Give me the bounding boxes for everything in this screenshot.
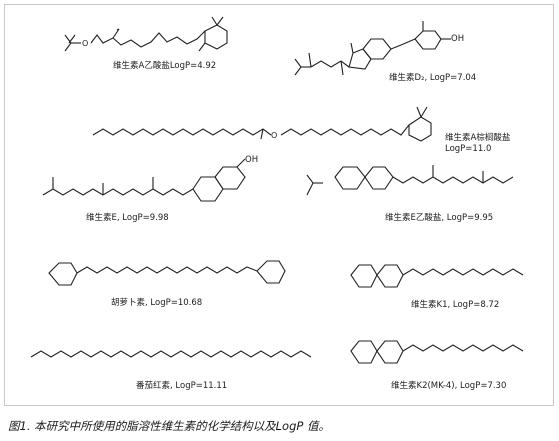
compound-name: 维生素D₂ xyxy=(389,73,425,83)
structure-vitamin-k2 xyxy=(350,340,524,364)
atom-oh-d2: OH xyxy=(451,34,465,44)
structure-vitamin-k1 xyxy=(350,264,524,288)
structure-vitamin-a-acetate: O xyxy=(64,16,228,52)
label-lycopene: 番茄红素, LogP=11.11 xyxy=(136,381,228,391)
structure-vitamin-e xyxy=(42,158,246,202)
logp-value: LogP=9.95 xyxy=(446,213,494,223)
atom-oh-e: OH xyxy=(245,155,259,165)
structure-vitamin-d2 xyxy=(294,21,451,76)
figure-panel: O 维生素A乙酸盐LogP=4.92 维生素D₂, LogP=7.04 OH O xyxy=(4,4,554,406)
label-vitamin-k2: 维生素K2(MK-4), LogP=7.30 xyxy=(391,381,507,391)
label-carotene: 胡萝卜素, LogP=10.68 xyxy=(111,298,203,308)
label-vitamin-a-acetate: 维生素A乙酸盐LogP=4.92 xyxy=(113,61,216,72)
compound-name: 维生素E乙酸盐 xyxy=(385,213,442,223)
compound-name: 维生素K2(MK-4) xyxy=(391,381,455,391)
compound-name: 维生素A棕榈酸盐 xyxy=(445,133,511,143)
compound-name: 维生素E xyxy=(86,213,117,223)
logp-value: LogP=11.0 xyxy=(445,144,492,154)
logp-value: LogP=8.72 xyxy=(452,300,500,310)
svg-text:O: O xyxy=(271,131,277,140)
logp-value: LogP=4.92 xyxy=(169,61,217,71)
label-vitamin-k1: 维生素K1, LogP=8.72 xyxy=(411,300,500,310)
svg-text:O: O xyxy=(82,39,88,48)
structure-vitamin-a-palmitate: O xyxy=(92,106,432,142)
structure-lycopene xyxy=(30,350,312,358)
figure-caption: 图1. 本研究中所使用的脂溶性维生素的化学结构以及LogP 值。 xyxy=(8,419,330,433)
compound-name: 维生素K1 xyxy=(411,300,448,310)
label-vitamin-e-acetate: 维生素E乙酸盐, LogP=9.95 xyxy=(385,213,494,223)
logp-value: LogP=10.68 xyxy=(150,298,203,308)
label-vitamin-d2: 维生素D₂, LogP=7.04 xyxy=(389,73,477,83)
structure-carotene xyxy=(48,260,286,286)
compound-name: 番茄红素 xyxy=(136,381,171,391)
compound-name: 胡萝卜素 xyxy=(111,298,146,308)
compound-name: 维生素A乙酸盐 xyxy=(113,61,170,71)
logp-value: LogP=11.11 xyxy=(175,381,228,391)
label-vitamin-e: 维生素E, LogP=9.98 xyxy=(86,213,169,223)
logp-value: LogP=7.30 xyxy=(460,381,507,391)
structure-vitamin-e-acetate xyxy=(306,165,514,196)
logp-value: LogP=9.98 xyxy=(122,213,169,223)
logp-value: LogP=7.04 xyxy=(429,73,477,83)
